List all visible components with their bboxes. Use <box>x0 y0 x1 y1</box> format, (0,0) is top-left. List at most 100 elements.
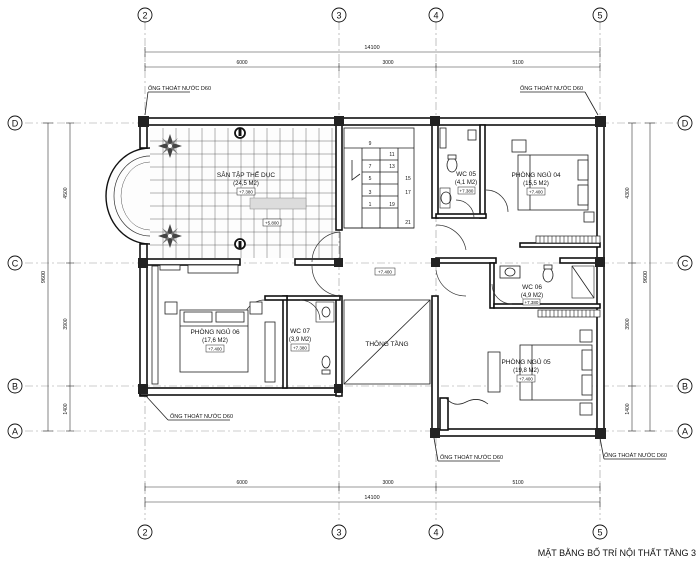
gym-area: (24,5 M2) <box>233 181 259 187</box>
gym-level: +7.380 <box>239 190 253 195</box>
dim-bottom-seg-2: 3000 <box>382 480 393 486</box>
stair-step-7: 7 <box>369 164 372 170</box>
washbasin <box>440 191 452 205</box>
nightstand <box>249 301 263 315</box>
dim-right-seg-1: 4300 <box>625 187 631 198</box>
wc-06-level: +7.380 <box>525 300 539 305</box>
wc-05-area: (4,1 M2) <box>455 180 477 186</box>
grid-bubble-right-a: A <box>682 427 688 437</box>
bedroom-05: PHÒNG NGỦ 05 (19,8 M2) +7.400 <box>445 309 601 416</box>
drain-label-left-bottom: ỐNG THOÁT NƯỚC D60 <box>170 413 233 420</box>
hall: +7.400 <box>374 267 396 276</box>
grid-bubble-left-a: A <box>12 427 18 437</box>
dim-right-seg-2: 3900 <box>625 318 631 329</box>
void-name: THÔNG TẦNG <box>365 338 408 348</box>
stair-step-11: 11 <box>389 152 394 158</box>
wc-07-level: +7.380 <box>293 346 307 351</box>
pillow <box>577 184 589 206</box>
pillow <box>183 311 213 323</box>
drain-label-bottom-right: ỐNG THOÁT NƯỚC D60 <box>604 452 667 459</box>
nightstand <box>164 301 178 315</box>
wc-05-level: +7.380 <box>460 189 474 194</box>
nightstand <box>511 139 527 153</box>
plant-icon <box>158 134 182 158</box>
plant-icon <box>158 224 182 248</box>
grid-bubble-left-d: D <box>12 119 19 129</box>
nightstand <box>579 402 593 416</box>
dim-bottom-overall: 14100 <box>364 495 379 501</box>
dim-right-seg-3: 1400 <box>625 403 631 414</box>
pillow <box>577 159 589 181</box>
bedroom-06-level: +7.400 <box>208 347 222 352</box>
bedroom-05-level: +7.400 <box>519 377 533 382</box>
bedroom-04-name: PHÒNG NGỦ 04 <box>511 170 561 179</box>
void: THÔNG TẦNG <box>343 299 431 385</box>
grid-lines <box>25 22 678 520</box>
stair-step-19: 19 <box>389 202 395 208</box>
pillow <box>581 374 593 396</box>
shower <box>571 265 595 299</box>
kettlebell-icon <box>234 127 246 139</box>
drawing-title: MẶT BẰNG BỐ TRÍ NỘI THẤT TẦNG 3 <box>538 547 696 558</box>
drain-labels: ỐNG THOÁT NƯỚC D60 ỐNG THOÁT NƯỚC D60 ỐN… <box>144 85 667 462</box>
step <box>159 264 181 271</box>
bedroom-06-area: (17,6 M2) <box>202 338 228 344</box>
nightstand <box>583 211 595 223</box>
drain-label-bottom-mid: ỐNG THOÁT NƯỚC D60 <box>440 454 503 461</box>
grid-bubble-left-b: B <box>12 382 18 392</box>
wc-05: WC 05 (4,1 M2) +7.380 <box>439 127 477 209</box>
bedroom-06: PHÒNG NGỦ 06 (17,6 M2) +7.400 <box>151 265 276 385</box>
hall-level: +7.400 <box>378 270 392 275</box>
drain-label-top-right: ỐNG THOÁT NƯỚC D60 <box>520 85 583 92</box>
gym-name: SÂN TẬP THỂ DỤC <box>217 170 275 179</box>
wc-06-name: WC 06 <box>522 284 542 291</box>
stair-step-21: 21 <box>405 220 411 226</box>
desk <box>487 351 501 393</box>
bedroom-06-name: PHÒNG NGỦ 06 <box>190 327 240 336</box>
toilet <box>321 355 331 369</box>
toilet <box>542 267 554 283</box>
grid-bubble-left-c: C <box>12 259 19 269</box>
wc-07-name: WC 07 <box>290 328 310 335</box>
wardrobe <box>537 309 601 318</box>
wc-07-area: (3,9 M2) <box>289 337 311 343</box>
bedroom-04-level: +7.400 <box>529 190 543 195</box>
grid-bubble-top-2: 2 <box>142 11 147 21</box>
bedroom-04: PHÒNG NGỦ 04 (15,5 M2) +7.400 <box>511 139 601 244</box>
grid-bubble-right-d: D <box>682 119 689 129</box>
stair-step-9: 9 <box>369 141 372 147</box>
stair-step-3: 3 <box>369 190 372 196</box>
grid-bubbles: 2 3 4 5 2 3 4 5 D C B A D C B A <box>7 7 693 540</box>
grid-bubble-top-3: 3 <box>336 11 341 21</box>
kettlebell-icon <box>234 238 246 250</box>
grid-bubble-top-4: 4 <box>433 11 438 21</box>
bedroom-05-name: PHÒNG NGỦ 05 <box>501 357 551 366</box>
stair-step-13: 13 <box>389 164 395 170</box>
nightstand <box>579 329 593 343</box>
grid-bubble-bottom-4: 4 <box>433 528 438 538</box>
bedroom-05-area: (19,8 M2) <box>513 368 539 374</box>
washbasin <box>321 306 331 318</box>
dim-right-overall: 9600 <box>643 271 649 283</box>
gym-labels: SÂN TẬP THỂ DỤC (24,5 M2) +7.380 +5.800 <box>217 170 282 227</box>
wc-07: WC 07 (3,9 M2) +7.380 <box>289 301 335 375</box>
pillow <box>581 349 593 371</box>
dimension-lines: 14100 6000 3000 5100 6000 3000 5100 1410… <box>41 45 655 507</box>
dim-top-seg-1: 6000 <box>236 60 247 66</box>
stair-step-1: 1 <box>369 202 372 208</box>
grid-bubble-bottom-3: 3 <box>336 528 341 538</box>
dim-left-overall: 9600 <box>41 271 47 283</box>
grid-bubble-bottom-5: 5 <box>597 528 602 538</box>
gym-level-2: +5.800 <box>265 221 279 226</box>
staircase: 9 11 13 15 17 7 5 3 1 19 21 <box>343 127 415 229</box>
toilet <box>446 157 458 173</box>
grid-bubble-right-b: B <box>682 382 688 392</box>
wc-06: WC 06 (4,9 M2) +7.380 <box>499 264 595 306</box>
dim-left-seg-1: 4500 <box>63 187 69 198</box>
grid-bubble-bottom-2: 2 <box>142 528 147 538</box>
dim-top-overall: 14100 <box>364 45 379 51</box>
pillow <box>215 311 245 323</box>
stair-step-5: 5 <box>369 176 372 182</box>
dim-top-seg-3: 5100 <box>512 60 523 66</box>
